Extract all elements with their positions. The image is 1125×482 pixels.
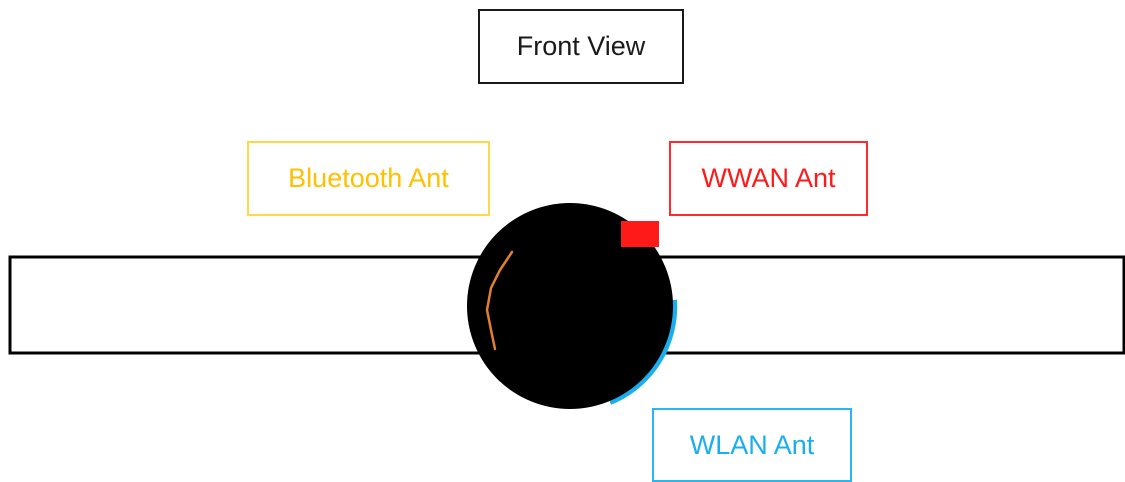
bluetooth-antenna-label: Bluetooth Ant — [247, 141, 490, 216]
wwan-antenna-label: WWAN Ant — [669, 141, 868, 216]
wwan-antenna-text: WWAN Ant — [701, 163, 836, 193]
front-view-label: Front View — [478, 9, 684, 84]
wwan-antenna-patch — [621, 221, 659, 247]
wlan-antenna-label: WLAN Ant — [652, 408, 852, 482]
wlan-antenna-arc — [608, 299, 678, 405]
bluetooth-antenna-text: Bluetooth Ant — [288, 163, 449, 193]
device-body-circle — [467, 203, 673, 409]
front-view-text: Front View — [516, 31, 646, 61]
wlan-antenna-text: WLAN Ant — [689, 429, 815, 460]
bluetooth-antenna-trace — [485, 250, 514, 351]
